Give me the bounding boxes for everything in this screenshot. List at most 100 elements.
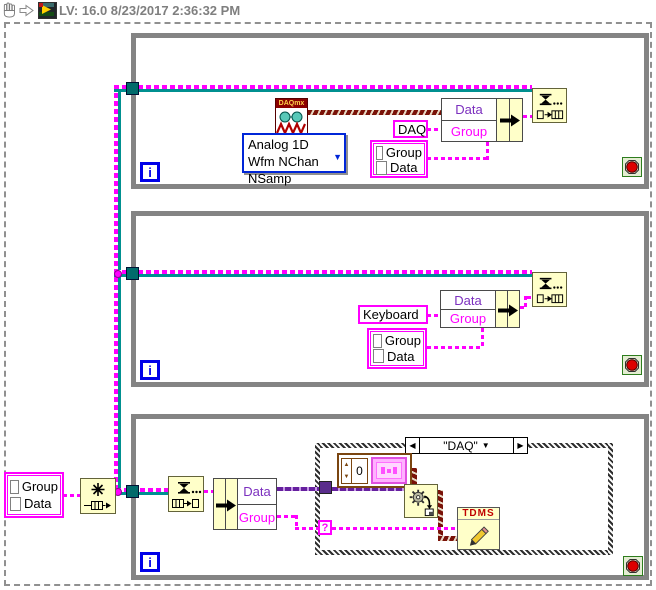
waveform-element-icon[interactable] xyxy=(371,457,407,484)
cluster-row: Group xyxy=(10,479,58,494)
bundle-arrow-icon xyxy=(500,114,520,127)
string-box-icon xyxy=(376,145,383,160)
tunnel-variant xyxy=(319,481,332,494)
bundle-field-data[interactable]: Data xyxy=(441,98,497,121)
bundle-node-loop1[interactable] xyxy=(496,98,523,142)
string-box-icon xyxy=(10,479,19,494)
string-constant-daq[interactable]: DAQ xyxy=(393,120,428,138)
group-wire-c xyxy=(295,527,318,530)
iteration-terminal-loop1[interactable]: i xyxy=(140,162,160,182)
variant-wire-a xyxy=(277,487,319,491)
junction-dot-loop2 xyxy=(114,270,122,278)
group-wire-d xyxy=(332,527,457,530)
array-index-spinner[interactable]: ▲▼ xyxy=(342,458,352,483)
polymorphic-selector-label: Analog 1D Wfm NChan NSamp xyxy=(248,137,319,186)
tunnel-question: ? xyxy=(318,520,332,535)
string-wire-daq xyxy=(427,128,441,131)
cluster-row: Group xyxy=(376,145,422,160)
case-next-icon[interactable]: ▶ xyxy=(513,438,527,453)
cluster-constant-loop2[interactable]: Group Data xyxy=(367,328,427,369)
spinner-up-icon: ▲ xyxy=(343,461,350,468)
daqmx-glasses-icon xyxy=(275,111,307,136)
waveform-wire-const-v xyxy=(412,468,417,484)
string-wire-keyboard xyxy=(427,314,440,317)
case-selector-value: "DAQ" xyxy=(443,438,478,453)
case-border-bottom xyxy=(315,550,613,555)
unbundle-field-data[interactable]: Data xyxy=(237,478,277,505)
variant-to-data-icon[interactable] xyxy=(404,484,438,518)
tunnel-loop1 xyxy=(126,82,139,95)
waveform-wire-to-tdms-h xyxy=(438,536,457,541)
forward-arrow-icon[interactable] xyxy=(19,4,34,17)
cluster-row: Group xyxy=(373,333,421,348)
waveform-wire-to-tdms-v xyxy=(438,490,443,540)
bundle-field-group[interactable]: Group xyxy=(441,120,497,142)
unbundle-arrow-icon xyxy=(216,499,236,512)
bundle-node-loop2[interactable] xyxy=(495,290,520,328)
cluster-row: Data xyxy=(376,160,422,175)
enqueue-element-icon-loop1[interactable] xyxy=(532,88,567,123)
cluster-wire-loop2-h xyxy=(427,346,484,349)
cluster-wire-dequeue-out xyxy=(204,490,213,493)
group-wire-a xyxy=(277,515,298,518)
diagram-boundary xyxy=(4,22,652,586)
dequeue-element-icon[interactable] xyxy=(168,476,204,512)
daqmx-read-icon[interactable]: DAQmx xyxy=(275,98,308,137)
string-box-icon xyxy=(373,333,382,348)
array-index-display[interactable]: ▲▼ 0 xyxy=(341,457,368,484)
variant-wire-b xyxy=(332,487,404,491)
chevron-down-icon[interactable]: ▼ xyxy=(333,152,342,162)
vi-icon[interactable] xyxy=(38,2,57,19)
stop-terminal-loop2[interactable] xyxy=(622,355,642,375)
cluster-wire-to-obtain-queue xyxy=(63,494,80,497)
string-constant-keyboard[interactable]: Keyboard xyxy=(358,305,428,324)
tunnel-loop3 xyxy=(126,485,139,498)
iteration-terminal-loop2[interactable]: i xyxy=(140,360,160,380)
iteration-terminal-loop3[interactable]: i xyxy=(140,552,160,572)
string-box-icon xyxy=(376,160,387,175)
enqueue-element-icon-loop2[interactable] xyxy=(532,272,567,307)
unbundle-node[interactable] xyxy=(213,478,238,530)
cluster-wire-loop2-v xyxy=(481,328,484,349)
bundle-field-data[interactable]: Data xyxy=(440,290,496,310)
element-wire-loop2-b xyxy=(524,296,527,309)
string-box-icon xyxy=(373,349,384,364)
cluster-constant-queue-type[interactable]: Group Data xyxy=(4,472,64,518)
daqmx-header: DAQmx xyxy=(276,99,307,108)
toolbar-title: LV: 16.0 8/23/2017 2:36:32 PM xyxy=(59,3,241,18)
case-dropdown-icon[interactable]: ▼ xyxy=(481,441,490,450)
stop-terminal-loop1[interactable] xyxy=(622,157,642,177)
queue-wire-loop1 xyxy=(114,85,532,92)
pencil-icon xyxy=(469,526,489,546)
cluster-constant-loop1[interactable]: Group Data xyxy=(370,140,428,178)
while-loop-1 xyxy=(131,33,649,189)
obtain-queue-icon[interactable] xyxy=(80,478,116,514)
polymorphic-selector[interactable]: Analog 1D Wfm NChan NSamp ▼ xyxy=(242,133,346,186)
bundle-field-group[interactable]: Group xyxy=(440,309,496,328)
unbundle-field-group[interactable]: Group xyxy=(237,504,277,530)
array-index-value: 0 xyxy=(356,463,363,478)
tdms-write-icon[interactable]: TDMS xyxy=(457,507,500,550)
element-wire-loop2-c xyxy=(527,296,532,299)
spinner-down-icon: ▼ xyxy=(343,473,350,480)
case-previous-icon[interactable]: ◀ xyxy=(406,438,420,453)
tunnel-loop2 xyxy=(126,267,139,280)
cluster-wire-loop1-h xyxy=(427,157,489,160)
stop-terminal-loop3[interactable] xyxy=(623,556,643,576)
cluster-row: Data xyxy=(373,349,421,364)
while-loop-2 xyxy=(131,211,649,387)
queue-wire-vertical xyxy=(114,85,121,495)
tdms-header: TDMS xyxy=(458,508,499,520)
bundle-arrow-icon xyxy=(498,304,518,317)
case-selector-label[interactable]: ◀ "DAQ"▼ ▶ xyxy=(405,437,528,454)
string-box-icon xyxy=(10,496,21,511)
queue-wire-loop3 xyxy=(116,488,168,495)
cluster-wire-loop1-v xyxy=(486,142,489,160)
waveform-array-constant[interactable]: ▲▼ 0 xyxy=(337,453,412,488)
cluster-row: Data xyxy=(10,496,58,511)
waveform-wire-daqmx-to-bundle xyxy=(308,110,441,115)
case-border-right xyxy=(608,443,613,555)
group-wire-b xyxy=(295,515,298,530)
hand-tool-icon[interactable] xyxy=(2,2,17,18)
